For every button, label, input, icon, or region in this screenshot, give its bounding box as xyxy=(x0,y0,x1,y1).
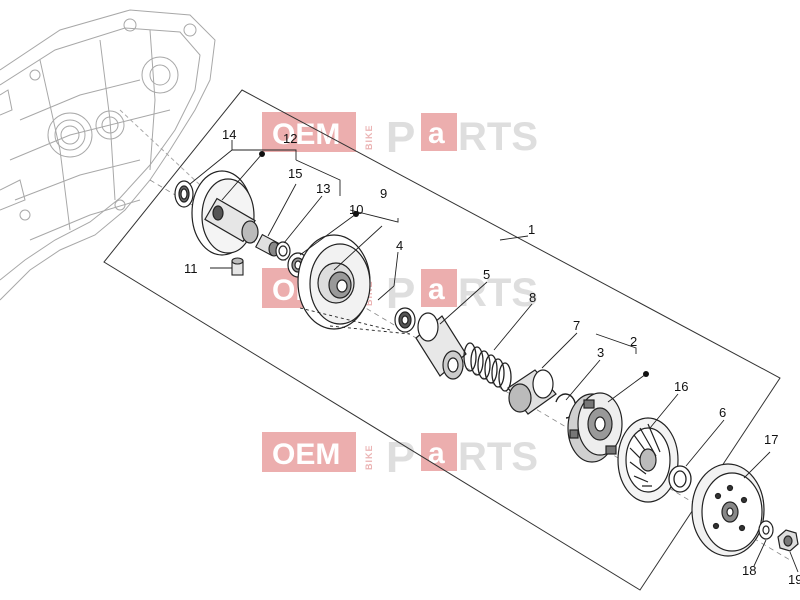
callout-4: 4 xyxy=(396,238,403,253)
watermark-p-text: P xyxy=(386,113,415,162)
leader-lines xyxy=(189,140,799,573)
part-14-seal xyxy=(174,180,194,208)
callout-5: 5 xyxy=(483,267,490,282)
callout-13: 13 xyxy=(316,181,330,196)
callout-9: 9 xyxy=(380,186,387,201)
engine-case xyxy=(0,9,216,301)
callout-3: 3 xyxy=(597,345,604,360)
watermark-a-text: a xyxy=(428,117,445,150)
watermark-a-text: a xyxy=(428,273,445,306)
callout-6: 6 xyxy=(719,405,726,420)
part-15-bushing xyxy=(255,233,280,257)
watermark-bike-text: BIKE xyxy=(364,444,374,470)
part-13-washer xyxy=(275,241,291,261)
assembly-dot-2 xyxy=(643,371,649,377)
part-2-clutch xyxy=(567,392,623,463)
callout-16: 16 xyxy=(674,379,688,394)
callout-19: 19 xyxy=(788,572,800,587)
callout-1: 1 xyxy=(528,222,535,237)
centre-axis xyxy=(149,179,791,561)
assembly-frame xyxy=(103,89,781,591)
watermark-oem-text: OEM xyxy=(272,118,340,151)
part-19-nut xyxy=(777,529,799,552)
watermark-oem-text: OEM xyxy=(272,438,340,471)
assembly-dot-12 xyxy=(259,151,265,157)
callout-14: 14 xyxy=(222,127,236,142)
part-18-washer xyxy=(758,520,774,540)
callout-labels: 1 2 3 4 5 6 7 8 9 10 11 12 13 14 15 16 1… xyxy=(184,127,800,587)
watermark-top: OEM BIKE P a RTS xyxy=(262,112,538,162)
part-17-clutch-bell xyxy=(691,463,765,557)
watermark-bike-text: BIKE xyxy=(364,124,374,150)
watermark-a-text: a xyxy=(428,437,445,470)
part-8-spring xyxy=(463,342,512,392)
watermark-rts-text: RTS xyxy=(458,115,538,159)
part-11-bolt xyxy=(231,257,244,276)
part-5-sleeve xyxy=(415,312,467,380)
part-16-fan xyxy=(617,417,679,503)
callout-18: 18 xyxy=(742,563,756,578)
watermark-rts-text: RTS xyxy=(458,435,538,479)
callout-2: 2 xyxy=(630,334,637,349)
callout-15: 15 xyxy=(288,166,302,181)
callout-12: 12 xyxy=(283,131,297,146)
part-4-ring xyxy=(394,307,416,333)
watermark-rts-text: RTS xyxy=(458,271,538,315)
part-9-movable-pulley xyxy=(297,234,371,330)
callout-7: 7 xyxy=(573,318,580,333)
callout-8: 8 xyxy=(529,290,536,305)
callout-17: 17 xyxy=(764,432,778,447)
part-12-fixed-pulley xyxy=(191,170,259,256)
assembly-dot-9 xyxy=(353,211,359,217)
part-7-spring-cup xyxy=(507,369,557,415)
watermark-bottom: OEM BIKE P a RTS xyxy=(262,432,538,482)
part-6-washer xyxy=(668,465,692,493)
callout-10: 10 xyxy=(349,202,363,217)
callout-11: 11 xyxy=(184,261,198,276)
watermark-p-text: P xyxy=(386,433,415,482)
